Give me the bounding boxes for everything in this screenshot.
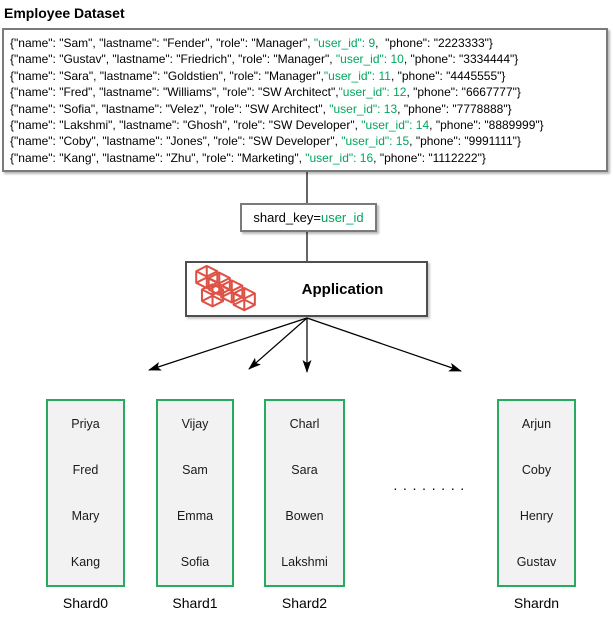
employee-dataset-box: {"name": "Sam", "lastname": "Fender", "r… <box>2 28 608 172</box>
shard-name: Sam <box>182 463 208 477</box>
record-text: , "phone": "7778888"} <box>397 101 512 116</box>
shard1-label: Shard1 <box>172 595 218 611</box>
record-text: , "phone": "1112222"} <box>373 150 486 165</box>
dataset-record: {"name": "Lakshmi", "lastname": "Ghosh",… <box>10 117 606 133</box>
shard-name: Vijay <box>181 417 209 431</box>
record-text: {"name": "Sara", "lastname": "Goldstien"… <box>10 68 324 83</box>
record-user-id: "user_id": 16 <box>305 150 374 165</box>
shard-name: Henry <box>519 509 554 523</box>
record-user-id: "user_id": 15 <box>341 134 410 149</box>
shard-name: Bowen <box>285 509 324 523</box>
record-text: , "phone": "6667777"} <box>406 85 521 100</box>
shardn-label: Shardn <box>513 595 560 611</box>
dataset-record: {"name": "Sara", "lastname": "Goldstien"… <box>10 68 606 84</box>
shard-key-box: shard_key=user_id <box>240 203 377 232</box>
shard0-label: Shard0 <box>62 595 109 611</box>
record-text: {"name": "Fred", "lastname": "Williams",… <box>10 85 339 100</box>
shard-name: Arjun <box>521 417 552 431</box>
shard-name: Fred <box>72 463 99 477</box>
record-text: {"name": "Coby", "lastname": "Jones", "r… <box>10 134 342 149</box>
arrow-to-shardn <box>306 317 462 372</box>
record-text: , "phone": "8889999"} <box>429 118 544 133</box>
record-user-id: "user_id": 9 <box>313 36 376 50</box>
dataset-record: {"name": "Fred", "lastname": "Williams",… <box>10 84 606 100</box>
shard-name: Charl <box>289 417 320 431</box>
arrow-to-shard1 <box>248 317 308 370</box>
application-box: Application <box>185 261 428 317</box>
record-text: {"name": "Lakshmi", "lastname": "Ghosh",… <box>10 118 362 133</box>
cubes-icon <box>195 265 256 312</box>
shard-name: Coby <box>521 463 552 477</box>
record-text: , "phone": "3334444"} <box>403 52 519 67</box>
shard-name: Kang <box>70 555 101 569</box>
shard-name: Gustav <box>516 555 557 569</box>
arrow-to-shard0 <box>148 317 308 371</box>
dataset-record: {"name": "Sofia", "lastname": "Velez", "… <box>10 101 606 117</box>
record-user-id: "user_id": 10 <box>335 52 404 67</box>
record-text: {"name": "Gustav", "lastname": "Friedric… <box>10 52 336 67</box>
record-user-id: "user_id": 13 <box>329 101 398 116</box>
shard2-label: Shard2 <box>281 595 328 611</box>
application-label: Application <box>301 280 384 298</box>
ellipsis-dots: . . . . . . . . <box>394 482 466 493</box>
shard2-box: Charl Sara Bowen Lakshmi <box>264 399 345 587</box>
shard-name: Sara <box>291 463 318 477</box>
record-text: {"name": "Kang", "lastname": "Zhu", "rol… <box>10 150 306 165</box>
shard-name: Sofia <box>180 555 210 569</box>
record-text: {"name": "Sam", "lastname": "Fender", "r… <box>10 36 314 50</box>
dataset-record: {"name": "Kang", "lastname": "Zhu", "rol… <box>10 150 606 166</box>
page-title: Employee Dataset <box>4 5 125 21</box>
shard1-box: Vijay Sam Emma Sofia <box>156 399 234 587</box>
dataset-record: {"name": "Sam", "lastname": "Fender", "r… <box>10 35 606 51</box>
shard-name: Emma <box>176 509 214 523</box>
shard0-box: Priya Fred Mary Kang <box>46 399 125 587</box>
record-text: {"name": "Sofia", "lastname": "Velez", "… <box>10 101 330 116</box>
dataset-record: {"name": "Coby", "lastname": "Jones", "r… <box>10 133 606 149</box>
record-user-id: "user_id": 11 <box>323 68 391 83</box>
shard-key-label: shard_key= <box>253 210 321 225</box>
shard-name: Lakshmi <box>281 555 328 569</box>
record-user-id: "user_id": 12 <box>338 85 407 100</box>
shardn-box: Arjun Coby Henry Gustav <box>497 399 576 587</box>
record-text: , "phone": "2223333"} <box>375 36 493 50</box>
record-text: , "phone": "9991111"} <box>409 134 521 149</box>
shard-key-value: user_id <box>320 210 364 225</box>
dataset-record: {"name": "Gustav", "lastname": "Friedric… <box>10 51 606 67</box>
shard-name: Mary <box>71 509 100 523</box>
record-user-id: "user_id": 14 <box>361 118 430 133</box>
shard-name: Priya <box>71 417 100 431</box>
record-text: , "phone": "4445555"} <box>390 68 506 83</box>
